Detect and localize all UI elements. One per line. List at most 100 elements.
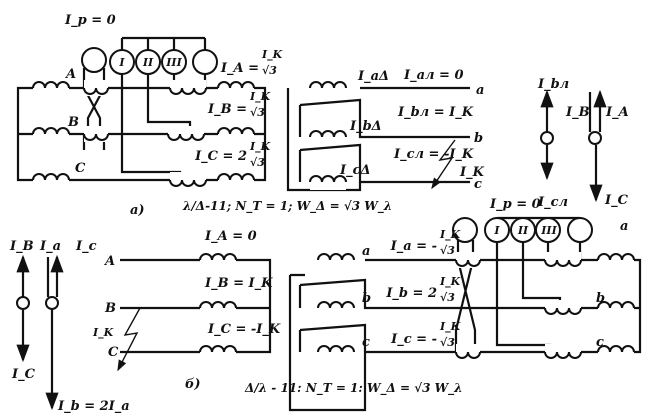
vector-origin-node xyxy=(16,296,30,310)
winding-icon xyxy=(83,133,109,141)
part-b-label: б) xyxy=(185,377,201,392)
part-a-label: а) xyxy=(130,203,145,218)
winding-icon xyxy=(169,87,207,95)
winding-background xyxy=(318,344,354,360)
b-Ia-den: √3 xyxy=(440,244,455,257)
b-Ic-den: √3 xyxy=(440,336,455,349)
winding-background xyxy=(545,252,581,268)
winding-icon xyxy=(309,175,347,183)
winding-icon xyxy=(167,133,205,141)
winding-background xyxy=(318,252,354,268)
winding-background xyxy=(318,300,354,316)
Ibl-label: I_bл = I_K xyxy=(397,105,474,120)
winding-background xyxy=(598,344,634,360)
part-b-caption: Δ/λ - 11: N_T = 1: W_Δ = √3 W_λ xyxy=(244,381,463,396)
vec-Ia: I_a xyxy=(39,239,61,254)
winding-icon xyxy=(199,253,237,261)
vector-origin-node xyxy=(45,296,59,310)
meter-4-icon xyxy=(192,49,218,75)
b-right-a: a xyxy=(620,219,628,234)
vec-Ibl: I_bл xyxy=(537,77,569,92)
terminal-a: a xyxy=(476,83,484,98)
b-phase-C: C xyxy=(108,345,119,360)
Icl-label: I_cл = -I_K xyxy=(393,147,474,162)
winding-icon xyxy=(544,307,582,315)
winding-icon xyxy=(455,351,481,359)
IB-lhs: I_B = xyxy=(207,102,247,117)
vec-Ic: I_c xyxy=(75,239,97,254)
winding-icon xyxy=(309,81,347,89)
terminal-c: c xyxy=(474,177,482,192)
b-Ik: I_K xyxy=(92,326,114,340)
vector-origin-node xyxy=(588,131,602,145)
phase-A-label: A xyxy=(64,67,76,82)
transformer-windings xyxy=(32,80,635,360)
winding-background xyxy=(200,252,236,268)
winding-background xyxy=(310,174,346,190)
meter-label: I xyxy=(118,56,125,69)
winding-icon xyxy=(169,179,207,187)
winding-background xyxy=(218,126,254,142)
winding-icon xyxy=(317,345,355,353)
relay-icon xyxy=(81,47,107,73)
meter-1-icon xyxy=(109,49,135,75)
winding-icon xyxy=(309,130,347,138)
phase-C-label: C xyxy=(75,161,86,176)
IC-num: I_K xyxy=(249,140,271,154)
Ial-label: I_aл = 0 xyxy=(403,68,464,83)
relay-icon xyxy=(452,217,478,243)
winding-icon xyxy=(199,345,237,353)
vec-Icl: I_cл xyxy=(537,195,568,210)
winding-background xyxy=(545,344,581,360)
winding-background xyxy=(218,80,254,96)
IbD-label: I_bΔ xyxy=(349,119,382,134)
wires xyxy=(16,36,642,412)
b-IC: I_C = -I_K xyxy=(207,322,281,337)
meter-2-icon xyxy=(135,49,161,75)
winding-icon xyxy=(317,301,355,309)
winding-icon xyxy=(597,253,635,261)
winding-icon xyxy=(317,253,355,261)
winding-background xyxy=(168,126,204,142)
IB-num: I_K xyxy=(249,90,271,104)
b-Ia-num: I_K xyxy=(439,228,461,242)
winding-background xyxy=(200,344,236,360)
IaD-label: I_aΔ xyxy=(357,69,389,84)
winding-icon xyxy=(455,259,481,267)
winding-background xyxy=(545,300,581,316)
b-relay-current: I_p = 0 xyxy=(489,197,541,212)
vec-Ib: I_b = 2I_a xyxy=(57,399,130,414)
Ik-label: I_K xyxy=(459,165,485,180)
IA-num: I_K xyxy=(261,48,283,62)
labels: I_p = 0 A B C I_A = I_K √3 I_B = I_K √3 … xyxy=(9,13,629,414)
winding-icon xyxy=(199,301,237,309)
winding-icon xyxy=(217,127,255,135)
phase-B-label: B xyxy=(67,115,79,130)
b-Ia-lhs: I_a = - xyxy=(390,239,437,254)
b-Ib-num: I_K xyxy=(439,275,461,289)
winding-icon xyxy=(217,173,255,181)
winding-icon xyxy=(544,259,582,267)
b-Ic-num: I_K xyxy=(439,320,461,334)
winding-background xyxy=(218,172,254,188)
vec-IB: I_B xyxy=(565,105,590,120)
winding-background xyxy=(33,126,69,142)
winding-icon xyxy=(544,351,582,359)
b-terminal-a: a xyxy=(362,244,370,259)
IA-den: √3 xyxy=(262,64,277,77)
b-phase-A: A xyxy=(103,254,115,269)
b-IA: I_A = 0 xyxy=(204,229,257,244)
part-a-caption: λ/Δ-11; N_T = 1; W_Δ = √3 W_λ xyxy=(182,199,392,214)
meter-3-icon xyxy=(161,49,187,75)
b-right-c: c xyxy=(596,335,604,350)
winding-background xyxy=(310,80,346,96)
meter-label: III xyxy=(165,56,182,69)
meter-label: III xyxy=(540,224,557,237)
b-phase-B: B xyxy=(104,301,116,316)
vec-b-IC: I_C xyxy=(11,367,36,382)
winding-background xyxy=(598,300,634,316)
vector-origin-node xyxy=(540,131,554,145)
b-Ic-lhs: I_c = - xyxy=(390,332,437,347)
meter-3-icon xyxy=(535,217,561,243)
